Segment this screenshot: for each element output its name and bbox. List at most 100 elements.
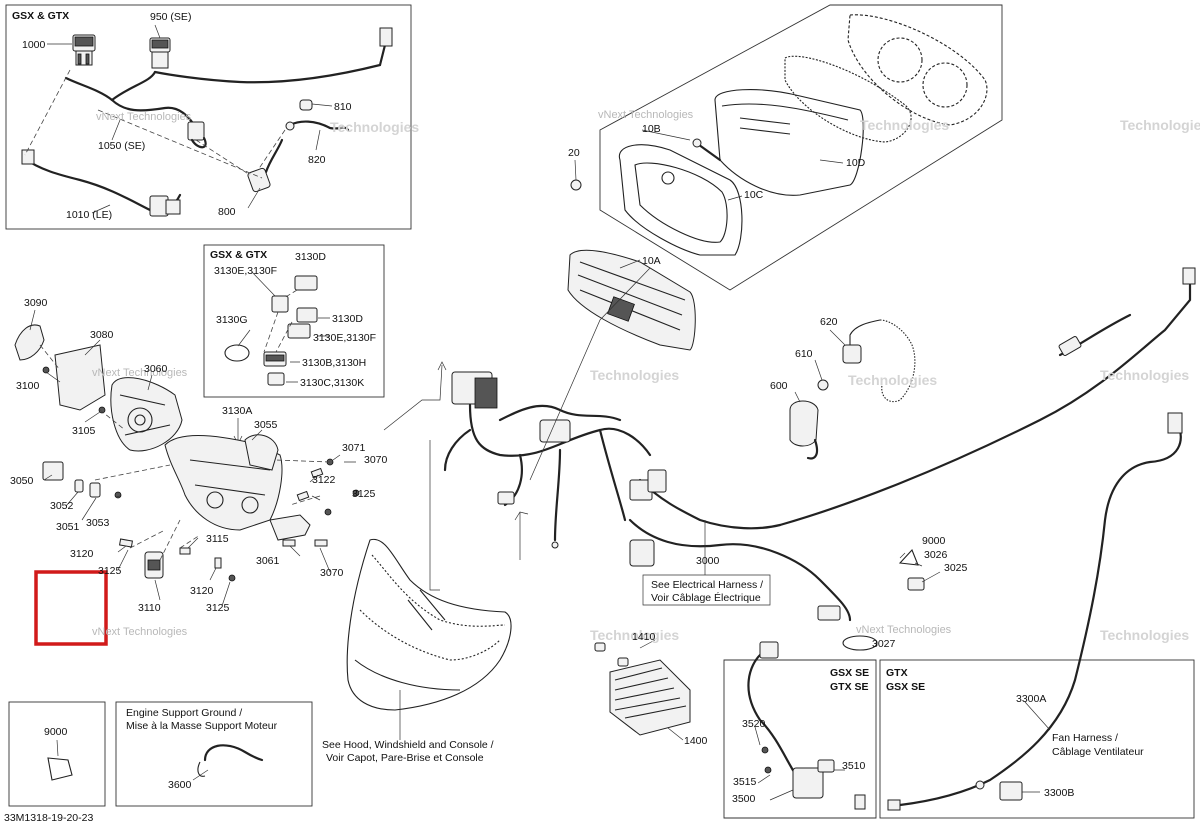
highlight-box[interactable] <box>34 570 108 646</box>
label-3051[interactable]: 3051 <box>56 521 80 533</box>
label-1410[interactable]: 1410 <box>632 631 656 643</box>
label-3300B[interactable]: 3300B <box>1044 787 1074 799</box>
label-3100[interactable]: 3100 <box>16 380 40 392</box>
label-3053[interactable]: 3053 <box>86 517 110 529</box>
label-1000[interactable]: 1000 <box>22 39 46 51</box>
harness-1010 <box>21 149 182 217</box>
label-10A[interactable]: 10A <box>642 255 661 267</box>
label-10C[interactable]: 10C <box>744 189 764 201</box>
note-hood-1: See Hood, Windshield and Console / <box>322 739 494 751</box>
label-3060[interactable]: 3060 <box>144 363 168 375</box>
cluster-10A <box>567 249 696 351</box>
clips-9000-3026-3025 <box>842 548 925 651</box>
label-3130BH[interactable]: 3130B,3130H <box>302 357 366 369</box>
label-3052[interactable]: 3052 <box>50 500 74 512</box>
leaders-headlight <box>399 440 440 740</box>
svg-text:Technologies: Technologies <box>590 367 679 383</box>
cluster-10D <box>714 89 864 196</box>
dash-lines-connectors <box>263 289 298 353</box>
svg-text:Technologies: Technologies <box>848 372 937 388</box>
label-3071[interactable]: 3071 <box>342 442 366 454</box>
label-3026[interactable]: 3026 <box>924 549 948 561</box>
label-20[interactable]: 20 <box>568 147 580 159</box>
label-3070-b[interactable]: 3070 <box>320 567 344 579</box>
label-3125-b[interactable]: 3125 <box>98 565 122 577</box>
label-3120-b[interactable]: 3120 <box>190 585 214 597</box>
label-3130D-a[interactable]: 3130D <box>295 251 326 263</box>
label-3500[interactable]: 3500 <box>732 793 756 805</box>
box-regulator-frame <box>723 659 877 819</box>
label-3600[interactable]: 3600 <box>168 779 192 791</box>
label-10B[interactable]: 10B <box>642 123 661 135</box>
cluster-callout-frame <box>599 4 1003 291</box>
label-3520[interactable]: 3520 <box>742 718 766 730</box>
label-3080[interactable]: 3080 <box>90 329 114 341</box>
label-3125-c[interactable]: 3125 <box>206 602 230 614</box>
label-950[interactable]: 950 (SE) <box>150 11 191 23</box>
label-3130CK[interactable]: 3130C,3130K <box>300 377 364 389</box>
label-1010[interactable]: 1010 (LE) <box>66 209 112 221</box>
label-3130A[interactable]: 3130A <box>222 405 252 417</box>
note-fan-1: Fan Harness / <box>1052 732 1118 744</box>
box-engine-ground-frame <box>115 701 313 807</box>
label-3130G[interactable]: 3130G <box>216 314 248 326</box>
label-3070-a[interactable]: 3070 <box>364 454 388 466</box>
label-3510[interactable]: 3510 <box>842 760 866 772</box>
label-3130EF-b[interactable]: 3130E,3130F <box>313 332 376 344</box>
headlight-assembly <box>346 538 512 711</box>
title-regulator-2: GTX SE <box>830 681 869 693</box>
label-3025[interactable]: 3025 <box>944 562 968 574</box>
title-fan-2: GSX SE <box>886 681 925 693</box>
label-3027[interactable]: 3027 <box>872 638 896 650</box>
box-ground-9000-frame <box>8 701 106 807</box>
label-610[interactable]: 610 <box>795 348 813 360</box>
leaders-fan <box>1022 701 1051 793</box>
label-1400[interactable]: 1400 <box>684 735 708 747</box>
label-10D[interactable]: 10D <box>846 157 866 169</box>
label-3105[interactable]: 3105 <box>72 425 96 437</box>
note-harness-2: Voir Câblage Électrique <box>651 591 761 604</box>
label-810[interactable]: 810 <box>334 101 352 113</box>
support-3055 <box>164 434 283 531</box>
label-3061[interactable]: 3061 <box>256 555 280 567</box>
lead-9000 <box>56 739 59 757</box>
label-3000[interactable]: 3000 <box>696 555 720 567</box>
label-9000-a[interactable]: 9000 <box>922 535 946 547</box>
regulator-1400 <box>594 642 691 736</box>
label-800[interactable]: 800 <box>218 206 236 218</box>
label-3515[interactable]: 3515 <box>733 776 757 788</box>
label-620[interactable]: 620 <box>820 316 838 328</box>
bracket-3080 <box>54 344 106 411</box>
label-3300A[interactable]: 3300A <box>1016 693 1046 705</box>
ground-wire-3600 <box>197 744 264 777</box>
label-3130EF-a[interactable]: 3130E,3130F <box>214 265 277 277</box>
box-fan-frame <box>879 659 1195 819</box>
callout-3000 <box>642 520 771 606</box>
svg-text:vNext Technologies: vNext Technologies <box>92 626 188 638</box>
label-3120-a[interactable]: 3120 <box>70 548 94 560</box>
label-3115[interactable]: 3115 <box>206 533 229 545</box>
label-1050[interactable]: 1050 (SE) <box>98 140 145 152</box>
motor-3060 <box>110 377 183 452</box>
label-3130D-b[interactable]: 3130D <box>332 313 363 325</box>
label-3110[interactable]: 3110 <box>138 602 161 614</box>
label-820[interactable]: 820 <box>308 154 326 166</box>
note-harness-1: See Electrical Harness / <box>651 579 763 591</box>
leaders-cluster <box>574 129 844 269</box>
clip-9000 <box>47 757 73 781</box>
relay-3500-harness <box>747 641 866 810</box>
label-600[interactable]: 600 <box>770 380 788 392</box>
label-9000-b[interactable]: 9000 <box>44 726 68 738</box>
svg-text:Technologies: Technologies <box>1120 117 1200 133</box>
svg-text:vNext Technologies: vNext Technologies <box>598 109 694 121</box>
leaders-connectors <box>237 271 330 383</box>
label-3055[interactable]: 3055 <box>254 419 278 431</box>
label-3122[interactable]: 3122 <box>312 474 336 486</box>
leaders-top <box>47 24 333 214</box>
label-3090[interactable]: 3090 <box>24 297 48 309</box>
label-3050[interactable]: 3050 <box>10 475 34 487</box>
note-hood-2: Voir Capot, Pare-Brise et Console <box>326 752 484 764</box>
label-3125-a[interactable]: 3125 <box>352 488 376 500</box>
svg-text:vNext Technologies: vNext Technologies <box>92 367 188 379</box>
